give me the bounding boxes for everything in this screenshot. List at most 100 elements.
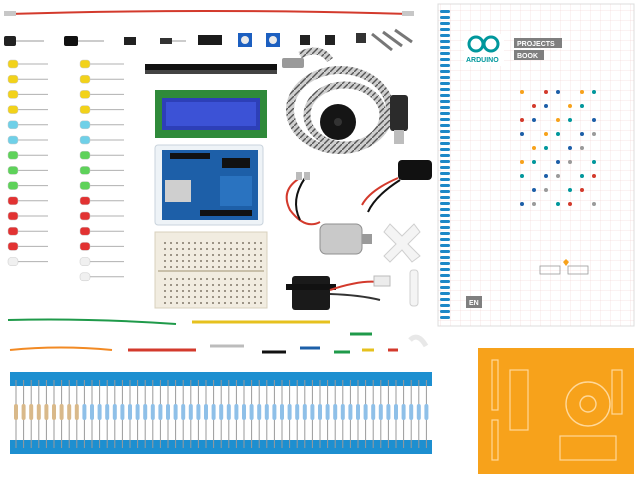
spiral-loop xyxy=(440,130,450,133)
book-dot xyxy=(532,118,536,122)
book-dot xyxy=(568,118,572,122)
book-dot xyxy=(532,202,536,206)
resistor xyxy=(424,380,429,448)
spiral-loop xyxy=(440,160,450,163)
spiral-loop xyxy=(440,292,450,295)
spiral-loop xyxy=(440,46,450,49)
led xyxy=(79,59,124,69)
resistor xyxy=(302,380,307,448)
resistor xyxy=(264,380,269,448)
spiral-loop xyxy=(440,220,450,223)
book-dot xyxy=(592,90,596,94)
spiral-loop xyxy=(440,76,450,79)
servo-motor xyxy=(286,269,419,310)
usb-cable xyxy=(282,47,408,154)
spiral-loop xyxy=(440,172,450,175)
book-dot xyxy=(580,90,584,94)
resistor xyxy=(348,380,353,448)
spiral-loop xyxy=(440,202,450,205)
resistor xyxy=(226,380,231,448)
spiral-loop xyxy=(440,184,450,187)
led xyxy=(7,226,48,236)
jumper-leads xyxy=(285,172,321,226)
resistor xyxy=(280,380,284,448)
resistor xyxy=(272,380,277,448)
spiral-loop xyxy=(440,310,450,313)
led xyxy=(79,166,124,175)
resistor xyxy=(158,380,163,448)
book-dot xyxy=(532,104,536,108)
book-dot xyxy=(520,132,524,136)
book-dot xyxy=(592,202,596,206)
led xyxy=(7,105,48,114)
spiral-binding xyxy=(440,10,450,319)
book-dot xyxy=(532,160,536,164)
spiral-loop xyxy=(440,16,450,19)
spiral-loop xyxy=(440,166,450,169)
led xyxy=(7,59,48,69)
spiral-loop xyxy=(440,250,450,253)
spiral-loop xyxy=(440,40,450,43)
spiral-loop xyxy=(440,34,450,37)
resistor xyxy=(310,380,315,448)
resistor xyxy=(74,380,79,448)
book-dot xyxy=(592,118,596,122)
orange-mounting-panel xyxy=(478,348,634,474)
resistor xyxy=(416,380,421,448)
resistor xyxy=(378,380,383,448)
led xyxy=(7,242,48,251)
spiral-loop xyxy=(440,70,450,73)
book-dot xyxy=(568,202,572,206)
resistor xyxy=(36,380,41,448)
spiral-loop xyxy=(440,142,450,145)
spiral-loop xyxy=(440,82,450,85)
spiral-loop xyxy=(440,286,450,289)
resistor xyxy=(67,380,72,448)
resistor xyxy=(325,380,330,448)
spiral-loop xyxy=(440,232,450,235)
arduino-infinity-logo xyxy=(467,35,500,53)
led xyxy=(79,196,124,206)
spiral-loop xyxy=(440,94,450,97)
led xyxy=(79,272,124,282)
dc-motor xyxy=(319,223,421,263)
book-heart-doodle xyxy=(539,259,589,275)
spiral-loop xyxy=(440,268,450,271)
resistor xyxy=(135,380,140,448)
jumper-wires xyxy=(7,318,429,354)
spiral-loop xyxy=(440,106,450,109)
resistor xyxy=(120,380,125,448)
book-brand: ARDUINO xyxy=(466,57,499,64)
book-dot xyxy=(556,118,560,122)
spiral-loop xyxy=(440,262,450,265)
resistor xyxy=(386,380,391,448)
led xyxy=(79,74,124,84)
book-dot xyxy=(568,160,572,164)
resistor xyxy=(219,380,224,448)
book-dot xyxy=(544,146,548,150)
piezo-buzzer xyxy=(320,104,356,140)
spiral-loop xyxy=(440,274,450,277)
spiral-loop xyxy=(440,118,450,121)
book-dot xyxy=(580,174,584,178)
breadboard xyxy=(154,231,268,309)
led xyxy=(79,120,124,130)
spiral-loop xyxy=(440,64,450,67)
led xyxy=(7,211,48,221)
led xyxy=(79,211,124,221)
book-dot xyxy=(556,132,560,136)
resistor xyxy=(128,380,132,448)
projects-book: ARDUINO PROJECTS BOOK EN xyxy=(437,3,635,327)
led xyxy=(7,135,48,145)
resistor xyxy=(234,380,239,448)
resistor xyxy=(188,380,193,448)
resistor xyxy=(196,380,201,448)
book-dot xyxy=(520,90,524,94)
led-icons xyxy=(7,59,124,282)
spiral-loop xyxy=(440,304,450,307)
book-dot xyxy=(520,118,524,122)
book-dot xyxy=(544,188,548,192)
book-title-line1: PROJECTS xyxy=(517,41,555,48)
microcontroller-board xyxy=(154,144,264,226)
resistor xyxy=(318,380,322,448)
